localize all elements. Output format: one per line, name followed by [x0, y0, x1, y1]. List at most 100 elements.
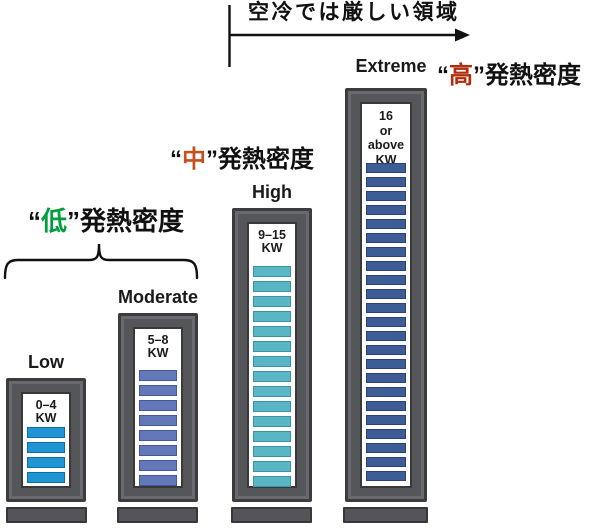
kw-line: 9–15: [258, 228, 286, 242]
server-unit-bar: [253, 416, 291, 427]
server-unit-bar: [366, 205, 406, 215]
server-unit-bar: [366, 331, 406, 341]
open-quote: “: [437, 62, 449, 89]
rack-moderate-label: Moderate: [117, 287, 198, 307]
kanji-low: 低: [41, 206, 68, 236]
server-unit-bar: [139, 430, 177, 441]
kw-line: KW: [261, 241, 283, 255]
rack-moderate-base: [117, 507, 198, 523]
rack-high-bars: [253, 266, 291, 491]
server-unit-bar: [253, 476, 291, 487]
air-cooling-region-label: 空冷では厳しい領域: [248, 1, 460, 24]
medium-density-label: “中”発熱密度: [170, 139, 314, 174]
arrowhead-icon: [455, 28, 470, 42]
server-unit-bar: [253, 431, 291, 442]
server-unit-bar: [366, 177, 406, 187]
server-unit-bar: [366, 247, 406, 257]
density-suffix: 発熱密度: [218, 146, 314, 173]
server-unit-bar: [253, 446, 291, 457]
server-unit-bar: [139, 415, 177, 426]
server-unit-bar: [366, 429, 406, 439]
server-unit-bar: [27, 442, 65, 453]
server-unit-bar: [253, 401, 291, 412]
server-unit-bar: [366, 415, 406, 425]
server-unit-bar: [366, 443, 406, 453]
rack-extreme-bars: [366, 163, 406, 485]
server-unit-bar: [366, 163, 406, 173]
server-unit-bar: [253, 356, 291, 367]
server-unit-bar: [139, 475, 177, 486]
low-density-brace: [3, 243, 199, 280]
rack-moderate-bars: [139, 370, 177, 490]
server-unit-bar: [366, 317, 406, 327]
server-unit-bar: [366, 457, 406, 467]
server-unit-bar: [139, 400, 177, 411]
kw-line: 5–8: [147, 333, 169, 347]
server-unit-bar: [27, 457, 65, 468]
kw-line: KW: [375, 152, 397, 167]
server-unit-bar: [139, 385, 177, 396]
server-unit-bar: [366, 345, 406, 355]
kw-line: above: [367, 138, 405, 152]
server-unit-bar: [366, 191, 406, 201]
server-unit-bar: [366, 401, 406, 411]
rack-low-base: [6, 507, 87, 523]
kw-line: KW: [35, 411, 57, 425]
server-unit-bar: [27, 427, 65, 438]
server-unit-bar: [366, 289, 406, 299]
open-quote: “: [28, 206, 41, 236]
close-quote: ”: [473, 62, 485, 89]
server-unit-bar: [366, 303, 406, 313]
kw-line: 0–4: [35, 398, 57, 412]
server-unit-bar: [253, 311, 291, 322]
air-cooling-region-arrow: [228, 5, 470, 67]
rack-low-label: Low: [28, 352, 64, 372]
server-unit-bar: [139, 370, 177, 381]
server-unit-bar: [366, 359, 406, 369]
server-unit-bar: [253, 371, 291, 382]
server-unit-bar: [253, 386, 291, 397]
rack-extreme-base: [343, 507, 428, 523]
server-unit-bar: [366, 261, 406, 271]
close-quote: ”: [67, 206, 81, 236]
density-suffix: 発熱密度: [80, 206, 185, 236]
kw-line: 16: [379, 109, 393, 123]
rack-high-label: High: [252, 182, 292, 202]
server-unit-bar: [366, 373, 406, 383]
server-unit-bar: [253, 326, 291, 337]
kw-line: KW: [147, 346, 169, 360]
low-density-label: “低”発熱密度: [28, 201, 184, 238]
server-unit-bar: [139, 460, 177, 471]
rack-high-base: [231, 507, 312, 523]
server-unit-bar: [27, 472, 65, 483]
server-unit-bar: [366, 471, 406, 481]
server-unit-bar: [253, 461, 291, 472]
server-unit-bar: [253, 281, 291, 292]
server-unit-bar: [366, 233, 406, 243]
kanji-medium: 中: [182, 146, 206, 173]
high-density-label: “高”発熱密度: [437, 55, 581, 90]
open-quote: “: [170, 146, 182, 173]
close-quote: ”: [206, 146, 218, 173]
density-suffix: 発熱密度: [485, 62, 581, 89]
kanji-high: 高: [449, 62, 473, 89]
server-unit-bar: [366, 219, 406, 229]
server-unit-bar: [253, 341, 291, 352]
server-unit-bar: [253, 296, 291, 307]
server-unit-bar: [139, 445, 177, 456]
server-unit-bar: [366, 275, 406, 285]
kw-line: or: [379, 123, 393, 138]
rack-low-bars: [27, 427, 65, 487]
